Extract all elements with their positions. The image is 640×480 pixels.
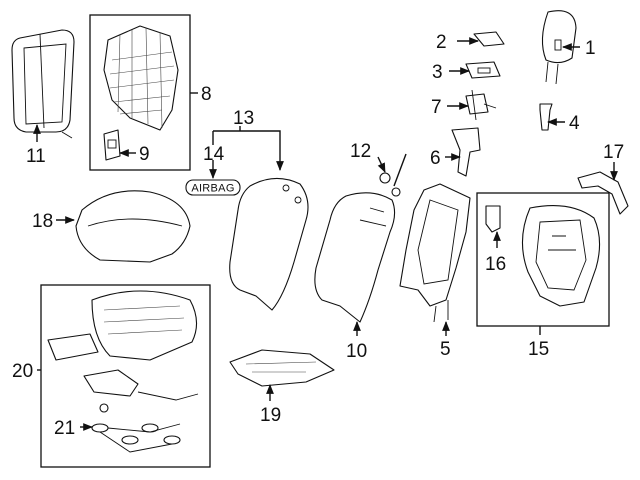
callout-10: 10: [346, 341, 367, 362]
part-10-back-cover: [314, 192, 396, 323]
box-20-21: [40, 284, 211, 468]
part-18-cushion: [75, 190, 191, 263]
part-17-trim: [577, 171, 629, 215]
leader-lines: [33, 37, 618, 431]
part-3-guide-sleeve: [465, 61, 501, 79]
part-15-side-panel: [521, 205, 601, 307]
part-11-seatback-panel: [11, 29, 75, 139]
part-2-headrest-cover: [473, 31, 505, 47]
callout-15: 15: [528, 339, 549, 360]
part-4-pin: [539, 103, 553, 131]
part-13-back-panel: [229, 177, 309, 311]
part-20-seat-assembly: [47, 290, 199, 401]
callout-7: 7: [431, 97, 442, 118]
part-8-seat-heater-mat: [103, 25, 179, 131]
callout-1: 1: [585, 38, 596, 59]
callout-16: 16: [485, 254, 506, 275]
part-7-guide-bracket: [465, 89, 497, 121]
part-6-bracket: [451, 127, 481, 177]
part-19-bottom-panel: [229, 349, 335, 387]
callout-2: 2: [436, 32, 447, 53]
callout-13: 13: [233, 108, 254, 129]
callout-12: 12: [350, 141, 371, 162]
airbag-tag: AIRBAG: [191, 183, 234, 195]
callout-11: 11: [26, 146, 46, 167]
callout-21: 21: [54, 418, 75, 439]
part-21-wiring-harness: [91, 403, 181, 453]
callout-9: 9: [139, 144, 150, 165]
callout-6: 6: [430, 148, 441, 169]
part-12-clip: [379, 153, 407, 197]
callout-8: 8: [201, 84, 212, 105]
callout-18: 18: [32, 211, 53, 232]
part-9-heater-module: [103, 129, 121, 161]
callout-4: 4: [569, 113, 580, 134]
part-16-clip: [485, 205, 501, 233]
callout-14: 14: [203, 144, 225, 165]
callout-17: 17: [603, 142, 624, 163]
callout-3: 3: [432, 62, 443, 83]
callout-19: 19: [260, 405, 281, 426]
part-5-seat-frame: [399, 183, 471, 323]
callout-5: 5: [440, 339, 451, 360]
callout-numbers: 1 2 3 4 5 6 7 8 9 10 11 12 13 14 15 16 1…: [12, 32, 624, 439]
box-15-16: [476, 192, 610, 327]
callout-20: 20: [12, 361, 33, 382]
airbag-label-plate: [185, 179, 241, 196]
